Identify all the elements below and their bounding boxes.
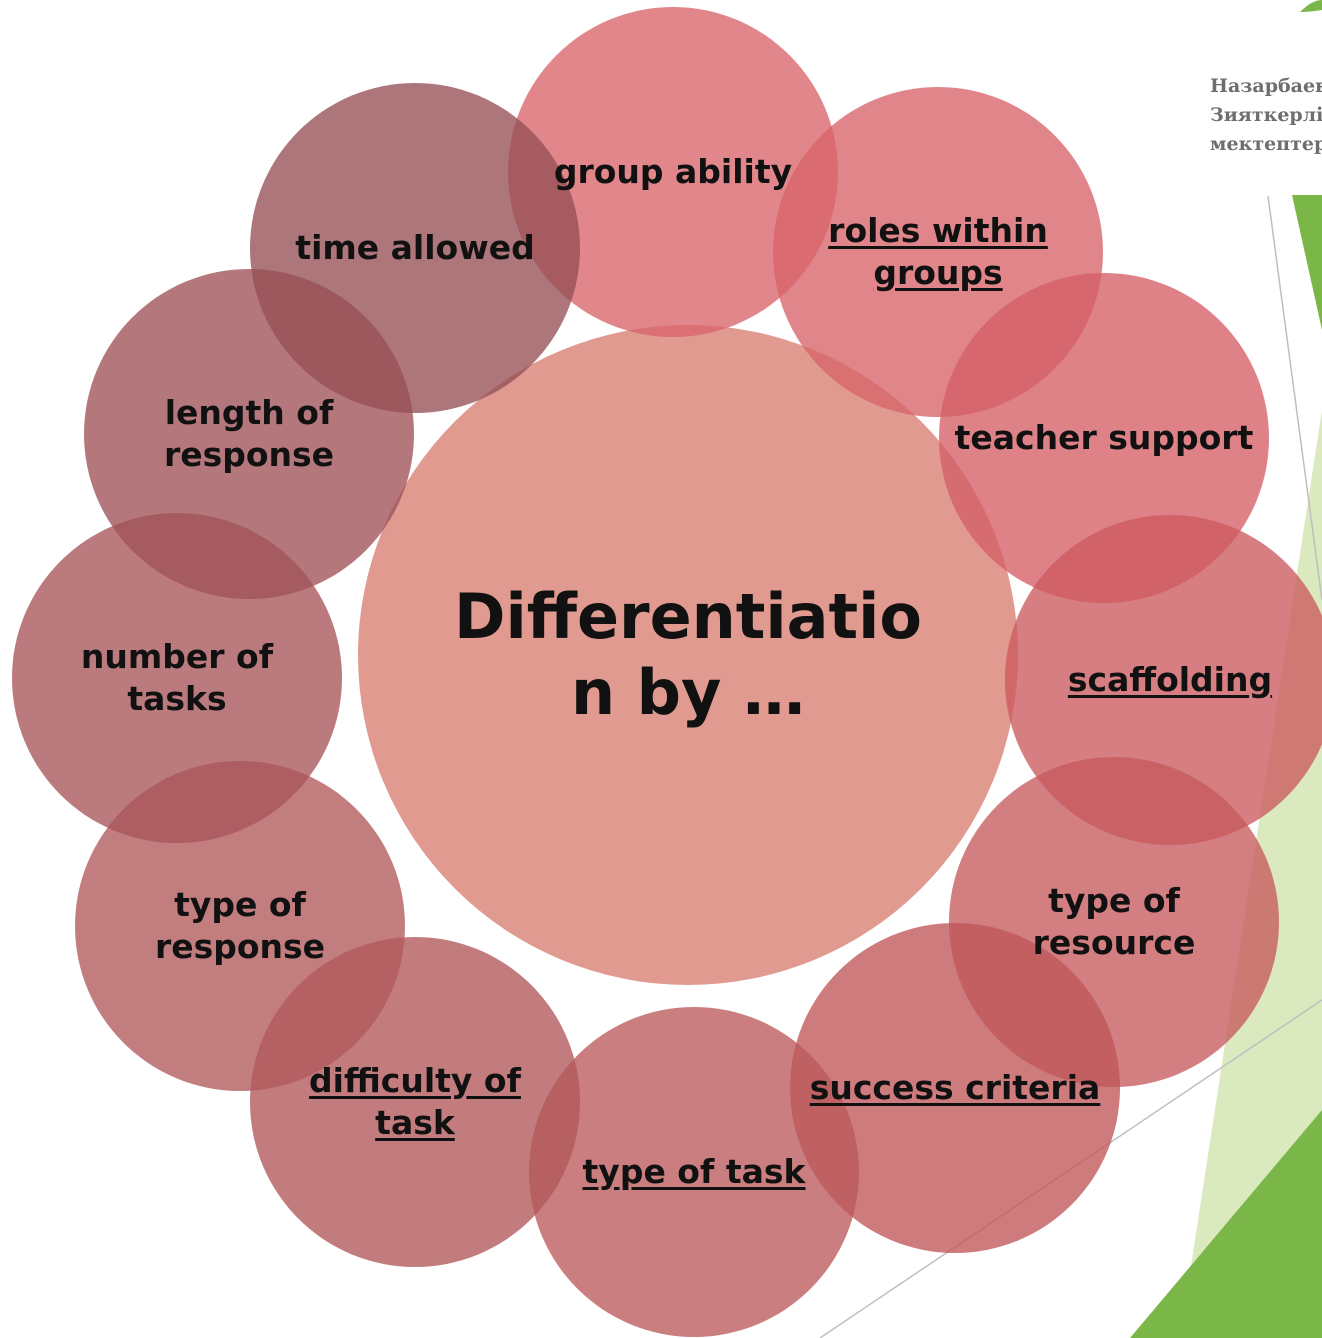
- node-label: teacher support: [954, 418, 1254, 457]
- green-triangle-bottom: [1130, 1110, 1322, 1338]
- node-type-of-resource: type of resource: [949, 757, 1279, 1087]
- node-label: type of resource: [1032, 881, 1196, 962]
- node-type-of-task[interactable]: type of task: [529, 1007, 859, 1337]
- node-label: length of response: [163, 393, 335, 474]
- node-label[interactable]: success criteria: [809, 1068, 1101, 1107]
- green-triangle-top: [1292, 195, 1322, 330]
- node-label: type of response: [154, 885, 326, 966]
- node-label[interactable]: roles within groups: [828, 211, 1048, 292]
- school-logo-text: Назарбаев Зияткерлік мектептері: [1210, 72, 1322, 159]
- node-label[interactable]: difficulty of task: [309, 1061, 521, 1142]
- node-time-allowed: time allowed: [250, 83, 580, 413]
- node-success-criteria[interactable]: success criteria: [790, 923, 1120, 1253]
- logo-line-2: Зияткерлік: [1210, 104, 1322, 126]
- node-label: group ability: [553, 152, 793, 191]
- node-label: time allowed: [295, 228, 535, 267]
- center-circle: Differentiatio n by …: [358, 325, 1018, 985]
- node-label[interactable]: scaffolding: [1067, 660, 1273, 699]
- center-label: Differentiatio n by …: [454, 580, 922, 729]
- logo-line-3: мектептері: [1210, 133, 1322, 155]
- gray-line-1: [1267, 195, 1322, 601]
- node-label[interactable]: type of task: [582, 1152, 806, 1191]
- green-leaf-corner: [1300, 0, 1322, 12]
- logo-line-1: Назарбаев: [1210, 75, 1322, 97]
- node-label: number of tasks: [80, 637, 274, 718]
